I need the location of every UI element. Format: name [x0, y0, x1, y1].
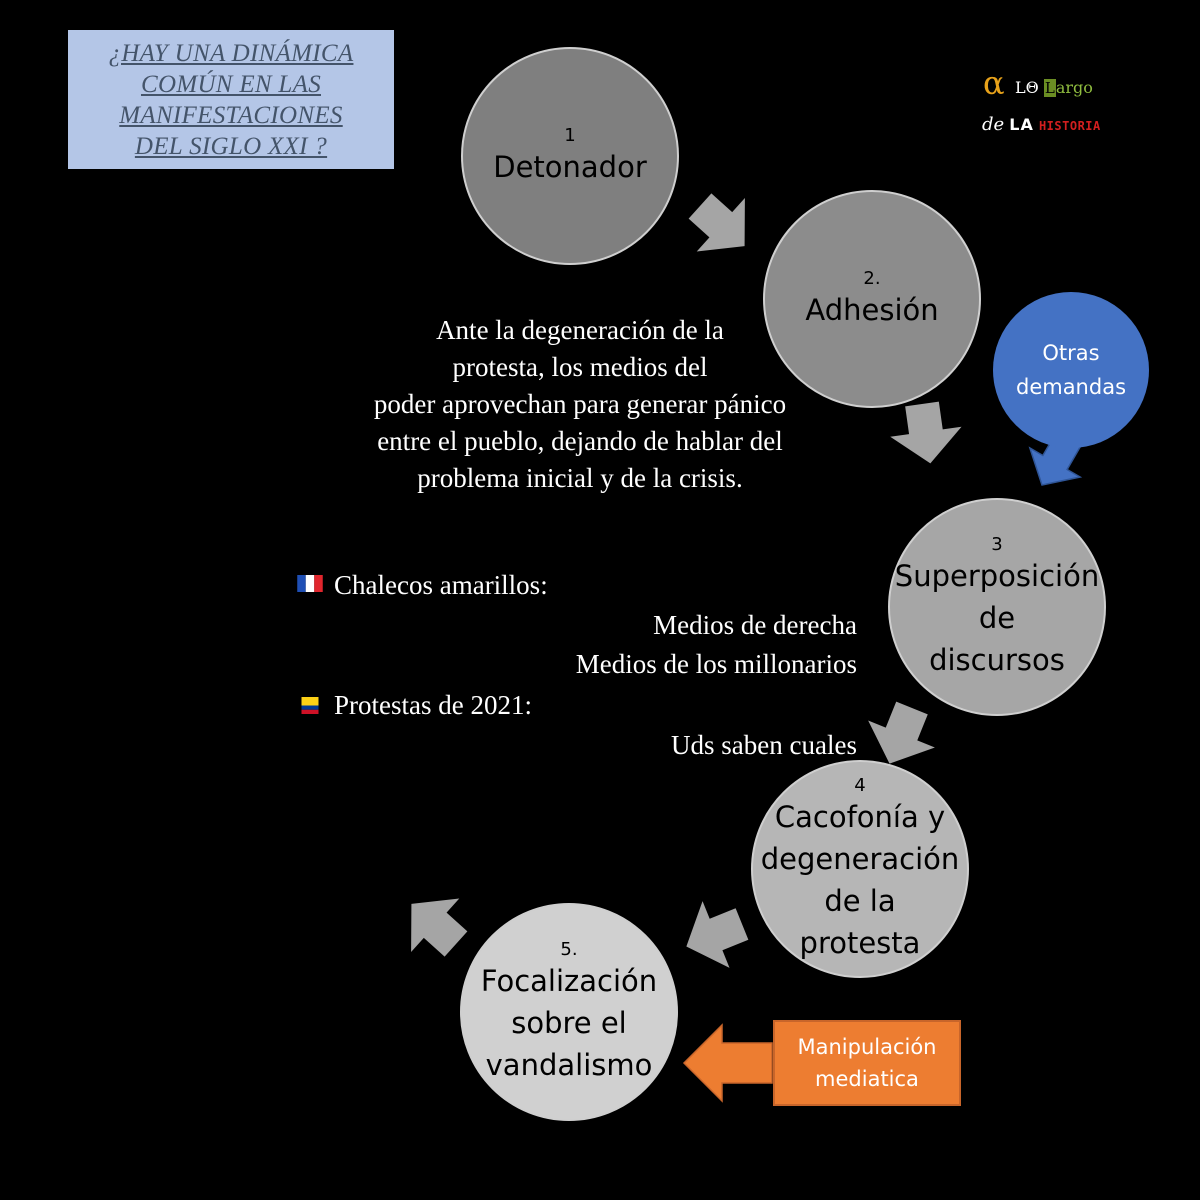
- step-3-superposicion: 3 Superposición de discursos: [888, 498, 1106, 716]
- step-label: Superposición de discursos: [894, 558, 1100, 677]
- logo-lo: LΘ: [1015, 78, 1039, 97]
- arrow-4-5: [686, 901, 749, 968]
- arrow-2-3: [890, 401, 962, 464]
- logo-argo: argo: [1055, 78, 1093, 97]
- logo-line1: LΘ Largo: [1015, 78, 1093, 97]
- france-item: Medios de los millonarios: [575, 649, 857, 679]
- logo-alpha: α: [983, 64, 1005, 102]
- step-number: 1: [564, 124, 576, 146]
- arrow-3-4: [868, 701, 935, 764]
- france-flag-icon: [297, 575, 323, 592]
- arrow-5-out: [411, 898, 468, 957]
- step-1-detonador: 1 Detonador: [461, 47, 679, 265]
- logo-la: LA: [1009, 115, 1034, 134]
- step-label: Detonador: [493, 149, 647, 184]
- colombia-flag-icon: [301, 697, 319, 714]
- otras-demandas-node: Otras demandas: [993, 292, 1149, 448]
- step-number: 4: [854, 774, 866, 796]
- step-label: Cacofonía y degeneración de la protesta: [760, 799, 960, 960]
- step-label: Focalización sobre el vandalismo: [480, 963, 658, 1082]
- arrow-manipulacion: [682, 1023, 773, 1103]
- manipulacion-mediatica-node: Manipulación mediatica: [773, 1020, 961, 1106]
- step-number: 2.: [863, 267, 881, 289]
- title-box: ¿HAY UNA DINÁMICA COMÚN EN LAS MANIFESTA…: [68, 30, 394, 169]
- diagram-title: ¿HAY UNA DINÁMICA COMÚN EN LAS MANIFESTA…: [108, 39, 354, 160]
- france-label: Chalecos amarillos:: [334, 570, 548, 600]
- step-4-cacofonia: 4 Cacofonía y degeneración de la protest…: [751, 760, 969, 978]
- step-number: 3: [991, 533, 1003, 555]
- logo-de: de: [982, 114, 1005, 135]
- colombia-label: Protestas de 2021:: [334, 690, 532, 720]
- step-2-adhesion: 2. Adhesión: [763, 190, 981, 408]
- france-item: Medios de derecha: [653, 610, 857, 640]
- step-number: 5.: [560, 938, 578, 960]
- colombia-item: Uds saben cuales: [671, 730, 857, 760]
- logo-l-cap: L: [1043, 79, 1056, 97]
- step-label: Adhesión: [805, 292, 939, 327]
- explanation-paragraph: Ante la degeneración de la protesta, los…: [373, 315, 787, 493]
- step-5-focalizacion: 5. Focalización sobre el vandalismo: [460, 903, 678, 1121]
- arrow-1-2: [688, 193, 745, 252]
- logo-line2: de LA HISTORIA: [982, 114, 1101, 135]
- logo-historia: HISTORIA: [1038, 119, 1101, 133]
